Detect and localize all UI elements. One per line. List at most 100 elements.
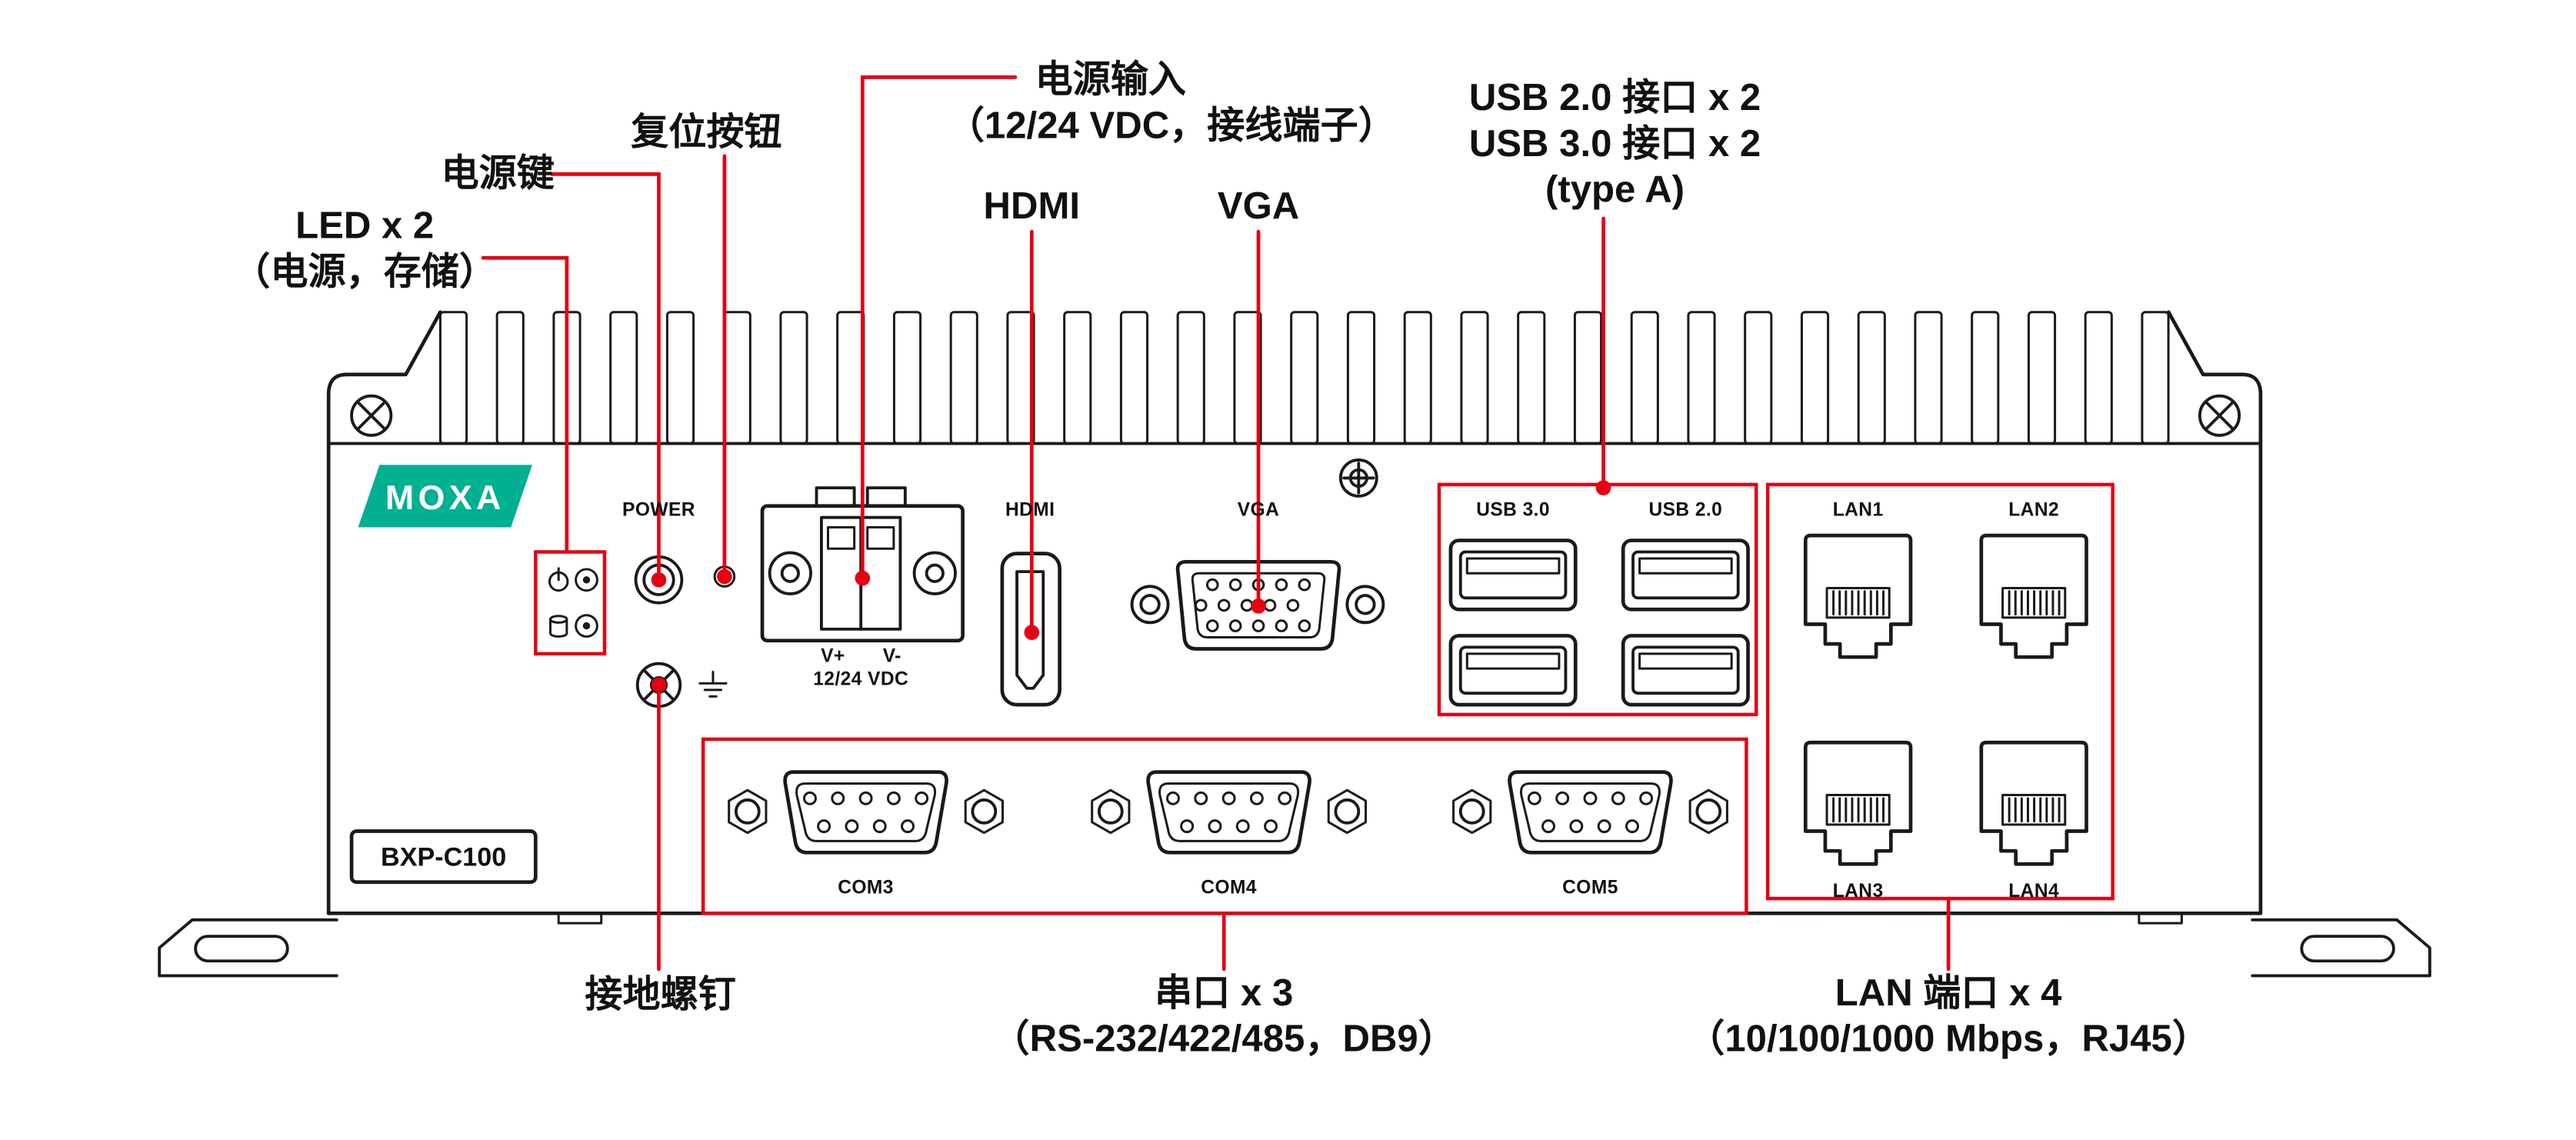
heatsink-fin	[949, 311, 978, 445]
panel-label-com5: COM5	[1562, 878, 1618, 898]
heatsink-fin	[1403, 311, 1432, 445]
earth-symbol-icon	[698, 670, 728, 698]
db9-connector	[1091, 770, 1368, 855]
heatsink-fin	[1346, 311, 1376, 445]
panel-label-hdmi: HDMI	[1005, 500, 1055, 521]
rj45-port	[1979, 533, 2088, 659]
heatsink-fin	[665, 311, 695, 445]
vga-pin	[1194, 598, 1208, 612]
vga-pin	[1286, 598, 1300, 612]
rj45-port	[1803, 740, 1913, 866]
mounting-ear-right	[2251, 918, 2431, 978]
com-ports	[728, 770, 1728, 855]
vga-pin	[1275, 578, 1288, 592]
heatsink-fin	[779, 311, 808, 445]
heatsink-fin	[1744, 311, 1773, 445]
heatsink-fin	[1687, 311, 1716, 445]
storage-led	[575, 614, 598, 638]
storage-led-dot	[582, 622, 591, 630]
mounting-ear-left	[158, 918, 338, 978]
foot-right	[2138, 912, 2183, 925]
annotation-power-button: 电源键	[441, 152, 554, 194]
panel-label-power: POWER	[622, 500, 695, 521]
annotation-layer	[481, 75, 2114, 972]
db9-connector	[1452, 770, 1728, 855]
mounting-slot-left	[194, 935, 289, 963]
vga-port	[1130, 559, 1385, 651]
annotation-led-line2: （电源，存储）	[232, 251, 497, 292]
heatsink-fin	[495, 311, 525, 445]
annotation-vga: VGA	[1218, 185, 1299, 227]
leader-dot-reset	[717, 568, 732, 585]
vga-pin	[1263, 598, 1277, 612]
annotation-led-line1: LED x 2	[295, 205, 434, 247]
leader-dot-hdmi	[1024, 625, 1040, 640]
lan-ports	[1803, 533, 2088, 866]
vga-pins	[1194, 578, 1311, 632]
moxa-logo: MOXA	[358, 465, 533, 528]
vga-pin	[1251, 619, 1265, 632]
heatsink-fin	[1630, 311, 1659, 445]
panel-label-vga: VGA	[1238, 500, 1279, 521]
annotation-ground: 接地螺钉	[585, 974, 735, 1015]
heatsink-fin	[1006, 311, 1035, 445]
panel-label-lan3: LAN3	[1833, 881, 1884, 902]
panel-screw-icon	[1338, 458, 1378, 498]
annotation-usb-line2: USB 3.0 接口 x 2	[1469, 123, 1761, 165]
heatsink-fin	[438, 311, 468, 445]
usb-ports	[1448, 538, 1750, 707]
heatsink-fin	[1573, 311, 1603, 445]
heatsink-fin	[1460, 311, 1489, 445]
leader-line-power-input	[860, 75, 1018, 581]
vga-pin	[1298, 578, 1311, 592]
panel-label-voltage: 12/24 VDC	[813, 668, 908, 689]
heatsink-fin	[1857, 311, 1886, 445]
chassis-outline-left	[326, 310, 442, 915]
model-label: BXP-C100	[381, 842, 506, 872]
storage-symbol-icon	[549, 615, 568, 638]
corner-screw-right-icon	[2198, 394, 2241, 437]
led-highlight-box	[534, 550, 607, 656]
panel-label-lan1: LAN1	[1833, 500, 1884, 521]
heatsink-fin	[892, 311, 922, 445]
vga-pin	[1205, 619, 1219, 632]
mounting-slot-right	[2300, 935, 2395, 963]
power-led-dot	[582, 576, 591, 584]
heatsink-fin	[1290, 311, 1319, 445]
leader-dot-ground	[651, 677, 667, 693]
heatsink-fin	[1800, 311, 1830, 445]
usb-port	[1448, 538, 1578, 612]
heatsink-fin	[836, 311, 865, 445]
panel-label-lan4: LAN4	[2008, 881, 2059, 902]
heatsink-fin	[1176, 311, 1205, 445]
heatsink-fin	[1517, 311, 1546, 445]
vga-pin	[1228, 578, 1242, 592]
leader-line-power-button	[550, 172, 661, 582]
panel-label-v-minus: V-	[883, 646, 901, 667]
vga-pin	[1240, 598, 1254, 612]
panel-label-v-plus: V+	[821, 646, 845, 667]
panel-label-usb2: USB 2.0	[1648, 500, 1722, 521]
leader-dot-usb	[1595, 480, 1611, 496]
panel-label-com4: COM4	[1201, 878, 1257, 898]
annotation-usb-line1: USB 2.0 接口 x 2	[1469, 77, 1761, 118]
vga-pin	[1298, 619, 1311, 632]
panel-label-com3: COM3	[838, 878, 894, 898]
heatsink-fin	[1914, 311, 1943, 445]
moxa-logo-text: MOXA	[385, 478, 505, 517]
heatsink-fin	[1971, 311, 2000, 445]
heatsink-fin	[2027, 311, 2057, 445]
power-led	[575, 568, 598, 592]
heatsink-fins	[438, 311, 2170, 445]
rj45-port	[1979, 740, 2088, 866]
heatsink-fin	[1063, 311, 1092, 445]
model-nameplate	[349, 829, 538, 885]
usb-port	[1621, 634, 1750, 707]
leader-dot-power-button	[651, 572, 667, 588]
vga-pin	[1217, 598, 1231, 612]
annotation-power-input-line2: （12/24 VDC，接线端子）	[947, 105, 1396, 146]
text-layer: POWER HDMI VGA USB 3.0 USB 2.0 LAN1 LAN2…	[232, 59, 2210, 1060]
rj45-port	[1803, 533, 1913, 659]
vga-pin	[1275, 619, 1288, 632]
